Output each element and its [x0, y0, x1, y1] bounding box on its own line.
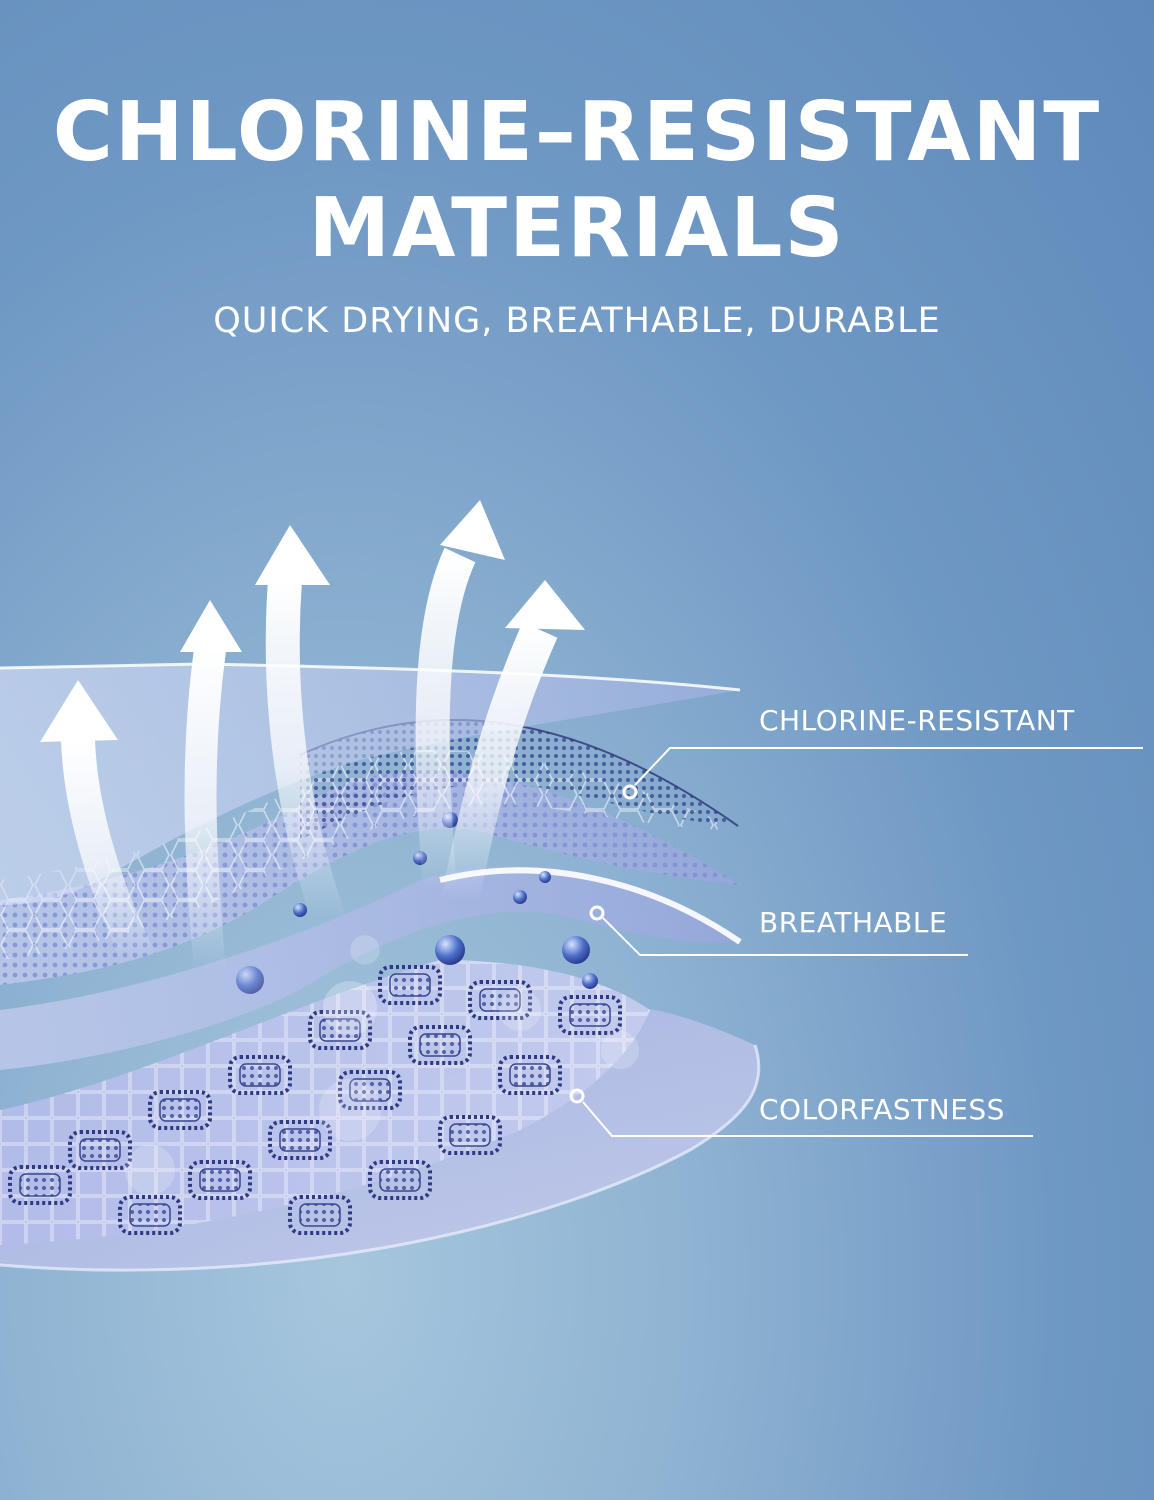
fiber-unit	[188, 1160, 252, 1200]
water-bubble-icon	[125, 812, 639, 1195]
fiber-unit	[118, 1195, 182, 1235]
fiber-unit	[338, 1070, 402, 1110]
fiber-unit	[68, 1130, 132, 1170]
fiber-unit	[148, 1090, 212, 1130]
callout-leader-lines	[569, 747, 1143, 1137]
headline-line-2: MATERIALS	[308, 181, 846, 276]
fiber-unit	[378, 965, 442, 1005]
fiber-mesh-icon	[8, 965, 622, 1235]
fiber-unit	[308, 1010, 372, 1050]
callout-label-chlorine-resistant: CHLORINE-RESISTANT	[759, 704, 1075, 737]
subtitle: QUICK DRYING, BREATHABLE, DURABLE	[213, 301, 941, 341]
callout-label-breathable: BREATHABLE	[759, 906, 948, 939]
fiber-unit	[228, 1055, 292, 1095]
fiber-unit	[408, 1025, 472, 1065]
fiber-unit	[368, 1160, 432, 1200]
upward-airflow-arrow-icon	[40, 500, 585, 972]
fiber-unit	[438, 1115, 502, 1155]
fiber-unit	[288, 1195, 352, 1235]
headline-line-1: CHLORINE–RESISTANT	[52, 85, 1102, 180]
fiber-unit	[8, 1165, 72, 1205]
callout-label-colorfastness: COLORFASTNESS	[759, 1093, 1005, 1126]
fiber-unit	[558, 995, 622, 1035]
fiber-unit	[268, 1120, 332, 1160]
fiber-unit	[498, 1055, 562, 1095]
colorfastness-fabric-layer	[0, 960, 650, 1245]
fiber-unit	[468, 980, 532, 1020]
